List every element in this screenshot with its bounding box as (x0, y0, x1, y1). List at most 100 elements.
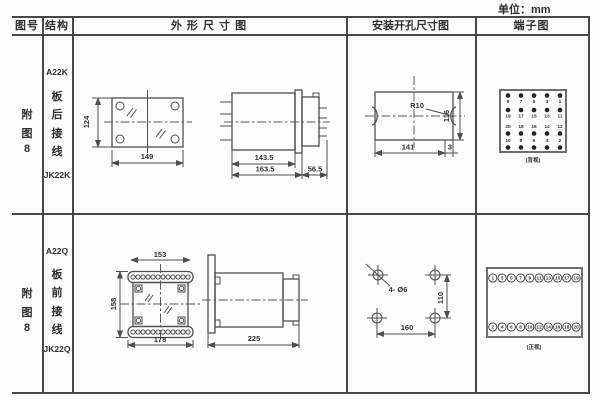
row1-alt-model: JK22K (43, 170, 71, 180)
row2-outline-drawing: 153 158 1 (109, 250, 308, 348)
unit-label: 单位：mm (498, 4, 551, 16)
svg-text:7: 7 (519, 276, 522, 282)
svg-text:17: 17 (564, 276, 570, 282)
table-line-header (12, 34, 590, 36)
row2-wiring-char: 前 (51, 287, 63, 299)
svg-text:5: 5 (510, 276, 513, 282)
svg-text:5: 5 (533, 99, 536, 105)
svg-text:8: 8 (520, 138, 523, 144)
dim-side-depth1: 143.5 (255, 153, 274, 162)
svg-text:18: 18 (564, 325, 570, 331)
svg-text:3: 3 (546, 99, 549, 105)
row1-model: A22K (46, 67, 68, 77)
table-line-v1 (42, 16, 44, 394)
row2-mounting-drawing: 4- Ø6 110 160 (365, 263, 451, 338)
row2-terminal-diagram: 1 3 5 7 9 11 13 15 17 19 2 4 6 8 10 12 1… (486, 267, 583, 351)
row1-outline-drawing: 124 149 143.5 163. (82, 89, 330, 179)
svg-text:1: 1 (559, 99, 562, 105)
row1-figure-cell: 附 图 8 (12, 36, 42, 213)
row2-wiring-char: 接 (51, 306, 63, 318)
svg-text:16: 16 (555, 325, 561, 331)
svg-text:11: 11 (537, 276, 542, 282)
bottom-strip-holes (130, 329, 191, 335)
view-label: (正视) (527, 343, 542, 351)
table-line-v2 (72, 16, 74, 394)
svg-text:15: 15 (555, 276, 561, 282)
svg-text:6: 6 (510, 325, 513, 331)
svg-text:19: 19 (573, 276, 579, 282)
svg-text:15: 15 (531, 114, 537, 120)
table-line-bottom (12, 392, 590, 394)
svg-text:4: 4 (546, 138, 549, 144)
terminal-dots (505, 93, 563, 150)
front-view: 124 149 (82, 90, 192, 167)
row2-figure-cell: 附 图 8 (12, 214, 42, 392)
dim-front-height: 158 (109, 298, 118, 311)
dim-side-depth: 225 (248, 334, 261, 343)
table-line-v4 (475, 16, 477, 394)
svg-text:12: 12 (557, 124, 563, 130)
svg-text:3: 3 (501, 276, 504, 282)
row1-figure-char: 附 (21, 109, 33, 121)
row2-figure-char: 8 (23, 322, 31, 334)
svg-text:1: 1 (491, 276, 494, 282)
svg-text:20: 20 (505, 124, 511, 130)
row2-figure-char: 图 (21, 307, 33, 319)
svg-text:9: 9 (507, 99, 510, 105)
svg-text:9: 9 (528, 276, 531, 282)
row1-wiring-char: 接 (51, 128, 63, 140)
svg-text:10: 10 (505, 138, 511, 144)
header-outline-dims: 外 形 尺 寸 图 (170, 20, 248, 32)
svg-text:17: 17 (518, 114, 524, 120)
row2-model: A22Q (45, 246, 69, 256)
table-line-middle (12, 213, 590, 215)
dim-front-height: 124 (82, 115, 91, 128)
mounting-holes (367, 265, 445, 328)
row2-alt-model: JK22Q (43, 344, 71, 354)
svg-text:7: 7 (520, 99, 523, 105)
svg-text:16: 16 (531, 124, 537, 130)
svg-text:13: 13 (546, 276, 552, 282)
dim-hole-height: 110 (436, 292, 445, 304)
svg-text:11: 11 (557, 114, 562, 120)
side-view: 225 (202, 254, 308, 348)
svg-text:2: 2 (559, 138, 562, 144)
svg-text:12: 12 (536, 325, 542, 331)
dim-cutout-width: 141 (402, 143, 415, 152)
row2-wiring-char: 线 (51, 324, 63, 336)
row1-wiring-char: 后 (51, 109, 63, 121)
svg-text:13: 13 (544, 114, 550, 120)
header-mounting-dims: 安装开孔尺寸图 (372, 20, 449, 32)
table-line-top (12, 16, 590, 18)
dim-hole-width: 160 (401, 323, 414, 332)
dim-side-rear: 56.5 (308, 165, 323, 174)
row1-wiring-char: 线 (51, 146, 63, 158)
header-structure: 结构 (45, 20, 69, 32)
svg-text:8: 8 (519, 325, 522, 331)
svg-text:14: 14 (544, 124, 550, 130)
svg-text:4: 4 (501, 325, 504, 331)
row2-figure-char: 附 (21, 288, 33, 300)
svg-text:14: 14 (546, 325, 552, 331)
header-figure-no: 图号 (15, 20, 39, 32)
header-terminal-diagram: 端子图 (513, 20, 550, 32)
row2-wiring-char: 板 (51, 269, 63, 281)
svg-text:6: 6 (533, 138, 536, 144)
terminal-circles-bottom: 2 4 6 8 10 12 14 16 18 20 (488, 322, 581, 332)
dim-side-depth2: 163.5 (256, 165, 275, 174)
side-view: 143.5 163.5 56.5 (220, 89, 330, 179)
dim-front-width: 149 (141, 152, 154, 161)
row2-structure-cell: A22Q 板 前 接 线 JK22Q (42, 214, 72, 392)
svg-text:18: 18 (518, 124, 524, 130)
dim-hole-spec: 4- Ø6 (389, 285, 408, 294)
svg-text:19: 19 (505, 114, 511, 120)
dim-bottom-width: 178 (154, 335, 167, 344)
front-view: 153 158 1 (109, 250, 202, 348)
dim-cutout-height: 116 (442, 110, 451, 122)
dim-cutout-offset: 3 (448, 143, 452, 152)
svg-text:20: 20 (573, 325, 579, 331)
row1-mounting-drawing: R10 116 141 3 (365, 76, 465, 157)
dim-top-width: 153 (154, 250, 167, 259)
row1-figure-char: 图 (21, 128, 33, 140)
